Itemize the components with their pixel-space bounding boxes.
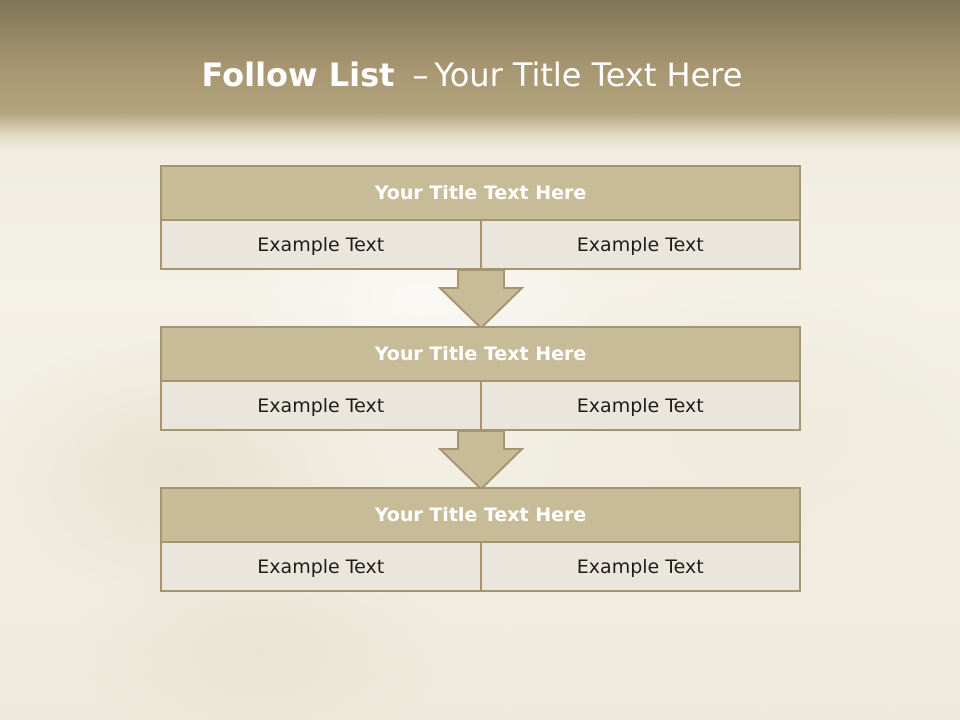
slide-title: Follow List–Your Title Text Here xyxy=(0,52,944,98)
step-title: Your Title Text Here xyxy=(160,326,801,382)
title-text: Your Title Text Here xyxy=(434,56,743,94)
step-cell-right: Example Text xyxy=(481,543,801,592)
step-cell-left: Example Text xyxy=(160,543,482,592)
header-band xyxy=(0,0,960,150)
step-row: Example Text Example Text xyxy=(160,543,801,592)
step-cell-right: Example Text xyxy=(481,382,801,431)
step-row: Example Text Example Text xyxy=(160,221,801,270)
down-arrow-icon xyxy=(438,269,524,330)
step-cell-right: Example Text xyxy=(481,221,801,270)
title-bold: Follow List xyxy=(201,56,395,94)
step-block-1: Your Title Text Here Example Text Exampl… xyxy=(160,165,801,270)
step-title: Your Title Text Here xyxy=(160,165,801,221)
step-title: Your Title Text Here xyxy=(160,487,801,543)
title-separator: – xyxy=(412,56,429,94)
step-block-3: Your Title Text Here Example Text Exampl… xyxy=(160,487,801,592)
step-block-2: Your Title Text Here Example Text Exampl… xyxy=(160,326,801,431)
step-cell-left: Example Text xyxy=(160,382,482,431)
step-row: Example Text Example Text xyxy=(160,382,801,431)
step-cell-left: Example Text xyxy=(160,221,482,270)
down-arrow-icon xyxy=(438,430,524,491)
